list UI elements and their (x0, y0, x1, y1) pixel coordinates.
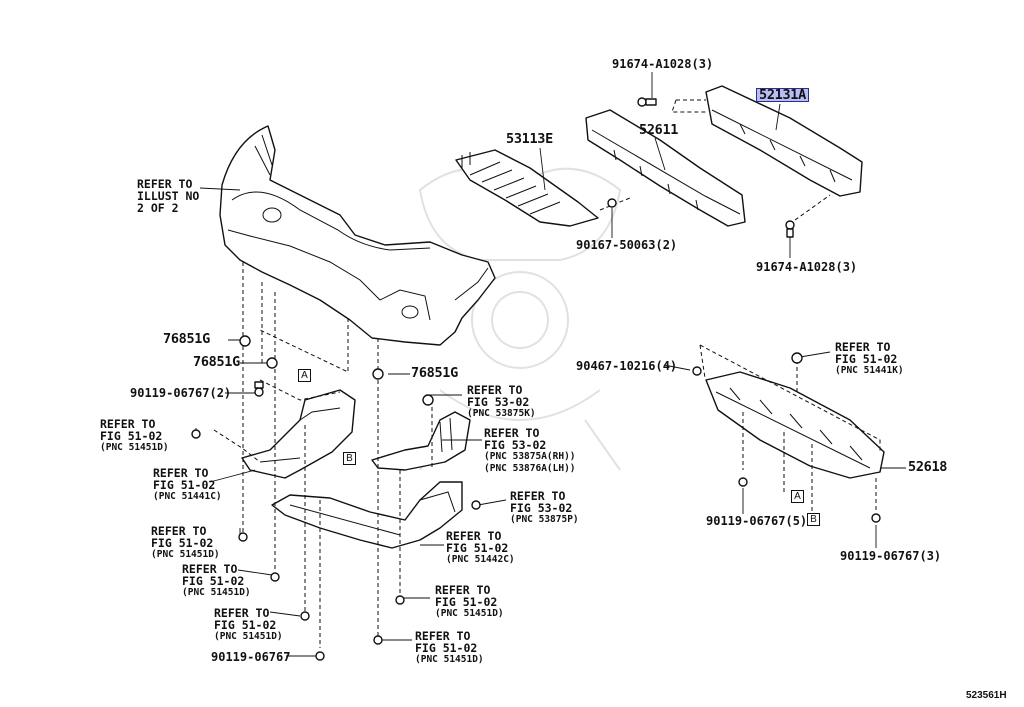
callout-90467-10216[interactable]: 90467-10216(4) (576, 359, 678, 373)
refer-fig-51-02-51451d-b[interactable]: REFER TO FIG 51-02 (PNC 51451D) (151, 525, 220, 561)
callout-53113e[interactable]: 53113E (506, 131, 553, 147)
callout-90167-50063[interactable]: 90167-50063(2) (576, 238, 678, 252)
ref-line: REFER TO (435, 583, 491, 597)
ref-line: FIG 51-02 (153, 478, 216, 492)
bumper-bracket (371, 411, 471, 471)
refer-fig-51-02-51441k[interactable]: REFER TO FIG 51-02 (PNC 51441K) (835, 341, 904, 377)
refer-fig-53-02-53875k[interactable]: REFER TO FIG 53-02 (PNC 53875K) (467, 384, 536, 420)
ref-pnc: (PNC 51451D) (100, 442, 169, 453)
refer-fig-51-02-51451d-a[interactable]: REFER TO FIG 51-02 (PNC 51451D) (100, 418, 169, 454)
refer-illust-note: REFER TO ILLUST NO 2 OF 2 (137, 178, 199, 214)
callout-90119-06767-2[interactable]: 90119-06767(2) (130, 386, 232, 400)
callout-76851g-a[interactable]: 76851G (163, 331, 210, 347)
ref-line: FIG 51-02 (415, 641, 478, 655)
callout-52131a-highlighted[interactable]: 52131A (756, 88, 809, 102)
ref-line: FIG 51-02 (151, 536, 214, 550)
ref-line: REFER TO (510, 489, 566, 503)
ref-line: FIG 51-02 (214, 618, 277, 632)
ref-line: FIG 53-02 (484, 438, 547, 452)
ref-line: REFER TO (415, 629, 471, 643)
marker-b-left: B (343, 452, 356, 465)
ref-line: FIG 51-02 (435, 595, 498, 609)
ref-pnc: (PNC 51451D) (415, 654, 484, 665)
ref-pnc: (PNC 51441C) (153, 491, 222, 502)
callout-76851g-b[interactable]: 76851G (193, 354, 240, 370)
ref-line: FIG 51-02 (100, 429, 163, 443)
ref-line: REFER TO (484, 426, 540, 440)
ref-line: FIG 53-02 (510, 501, 573, 515)
callout-90119-06767-3[interactable]: 90119-06767(3) (840, 549, 942, 563)
callout-76851g-c[interactable]: 76851G (411, 365, 458, 381)
ref-line: REFER TO (182, 562, 238, 576)
refer-fig-51-02-51451d-c[interactable]: REFER TO FIG 51-02 (PNC 51451D) (182, 563, 251, 599)
impact-absorber (585, 109, 746, 227)
refer-fig-51-02-51451d-e[interactable]: REFER TO FIG 51-02 (PNC 51451D) (214, 607, 283, 643)
ref-pnc: (PNC 51451D) (182, 587, 251, 598)
callout-52618[interactable]: 52618 (908, 459, 948, 475)
ref-line: REFER TO (137, 177, 193, 191)
ref-pnc: (PNC 51442C) (446, 554, 515, 565)
ref-pnc: (PNC 53875P) (510, 514, 579, 525)
ref-pnc: (PNC 51451D) (214, 631, 283, 642)
ref-line: FIG 51-02 (446, 541, 509, 555)
ref-pnc: (PNC 51451D) (435, 608, 504, 619)
ref-pnc: (PNC 53875K) (467, 408, 536, 419)
ref-line: REFER TO (153, 466, 209, 480)
ref-line: FIG 51-02 (182, 574, 245, 588)
ref-pnc: (PNC 53876A(LH)) (484, 463, 576, 474)
callout-90119-06767[interactable]: 90119-06767 (211, 650, 291, 664)
ref-line: REFER TO (446, 529, 502, 543)
left-undercover (241, 389, 356, 479)
fasteners (191, 97, 881, 661)
callout-91674-a1028-top[interactable]: 91674-A1028(3) (612, 57, 714, 71)
center-undercover (271, 481, 463, 549)
ref-line: REFER TO (467, 383, 523, 397)
bumper-cover (219, 125, 496, 346)
ref-line: FIG 51-02 (835, 352, 898, 366)
refer-fig-51-02-51442c[interactable]: REFER TO FIG 51-02 (PNC 51442C) (446, 530, 515, 566)
ref-line: FIG 53-02 (467, 395, 530, 409)
refer-fig-51-02-51451d-d[interactable]: REFER TO FIG 51-02 (PNC 51451D) (435, 584, 504, 620)
callout-90119-06767-5[interactable]: 90119-06767(5) (706, 514, 808, 528)
ref-line: 2 OF 2 (137, 201, 179, 215)
refer-fig-51-02-51441c[interactable]: REFER TO FIG 51-02 (PNC 51441C) (153, 467, 222, 503)
ref-line: REFER TO (151, 524, 207, 538)
bumper-reinforcement (671, 85, 863, 197)
upper-grille (455, 149, 599, 227)
ref-line: REFER TO (835, 340, 891, 354)
refer-fig-53-02-53875p[interactable]: REFER TO FIG 53-02 (PNC 53875P) (510, 490, 579, 526)
leader-lines (195, 72, 906, 657)
ref-pnc: (PNC 51451D) (151, 549, 220, 560)
ref-pnc: (PNC 53875A(RH)) (484, 451, 576, 462)
lower-cover (705, 371, 885, 479)
ref-line: REFER TO (214, 606, 270, 620)
ref-pnc: (PNC 51441K) (835, 365, 904, 376)
marker-a-right: A (791, 490, 804, 503)
refer-fig-53-02-53875a[interactable]: REFER TO FIG 53-02 (PNC 53875A(RH)) (PNC… (484, 427, 576, 475)
marker-a-left: A (298, 369, 311, 382)
callout-52611[interactable]: 52611 (639, 122, 679, 138)
figure-id: 523561H (966, 690, 1007, 701)
ref-line: ILLUST NO (137, 189, 200, 203)
marker-b-right: B (807, 513, 820, 526)
ref-line: REFER TO (100, 417, 156, 431)
refer-fig-51-02-51451d-f[interactable]: REFER TO FIG 51-02 (PNC 51451D) (415, 630, 484, 666)
callout-91674-a1028-bottom[interactable]: 91674-A1028(3) (756, 260, 858, 274)
